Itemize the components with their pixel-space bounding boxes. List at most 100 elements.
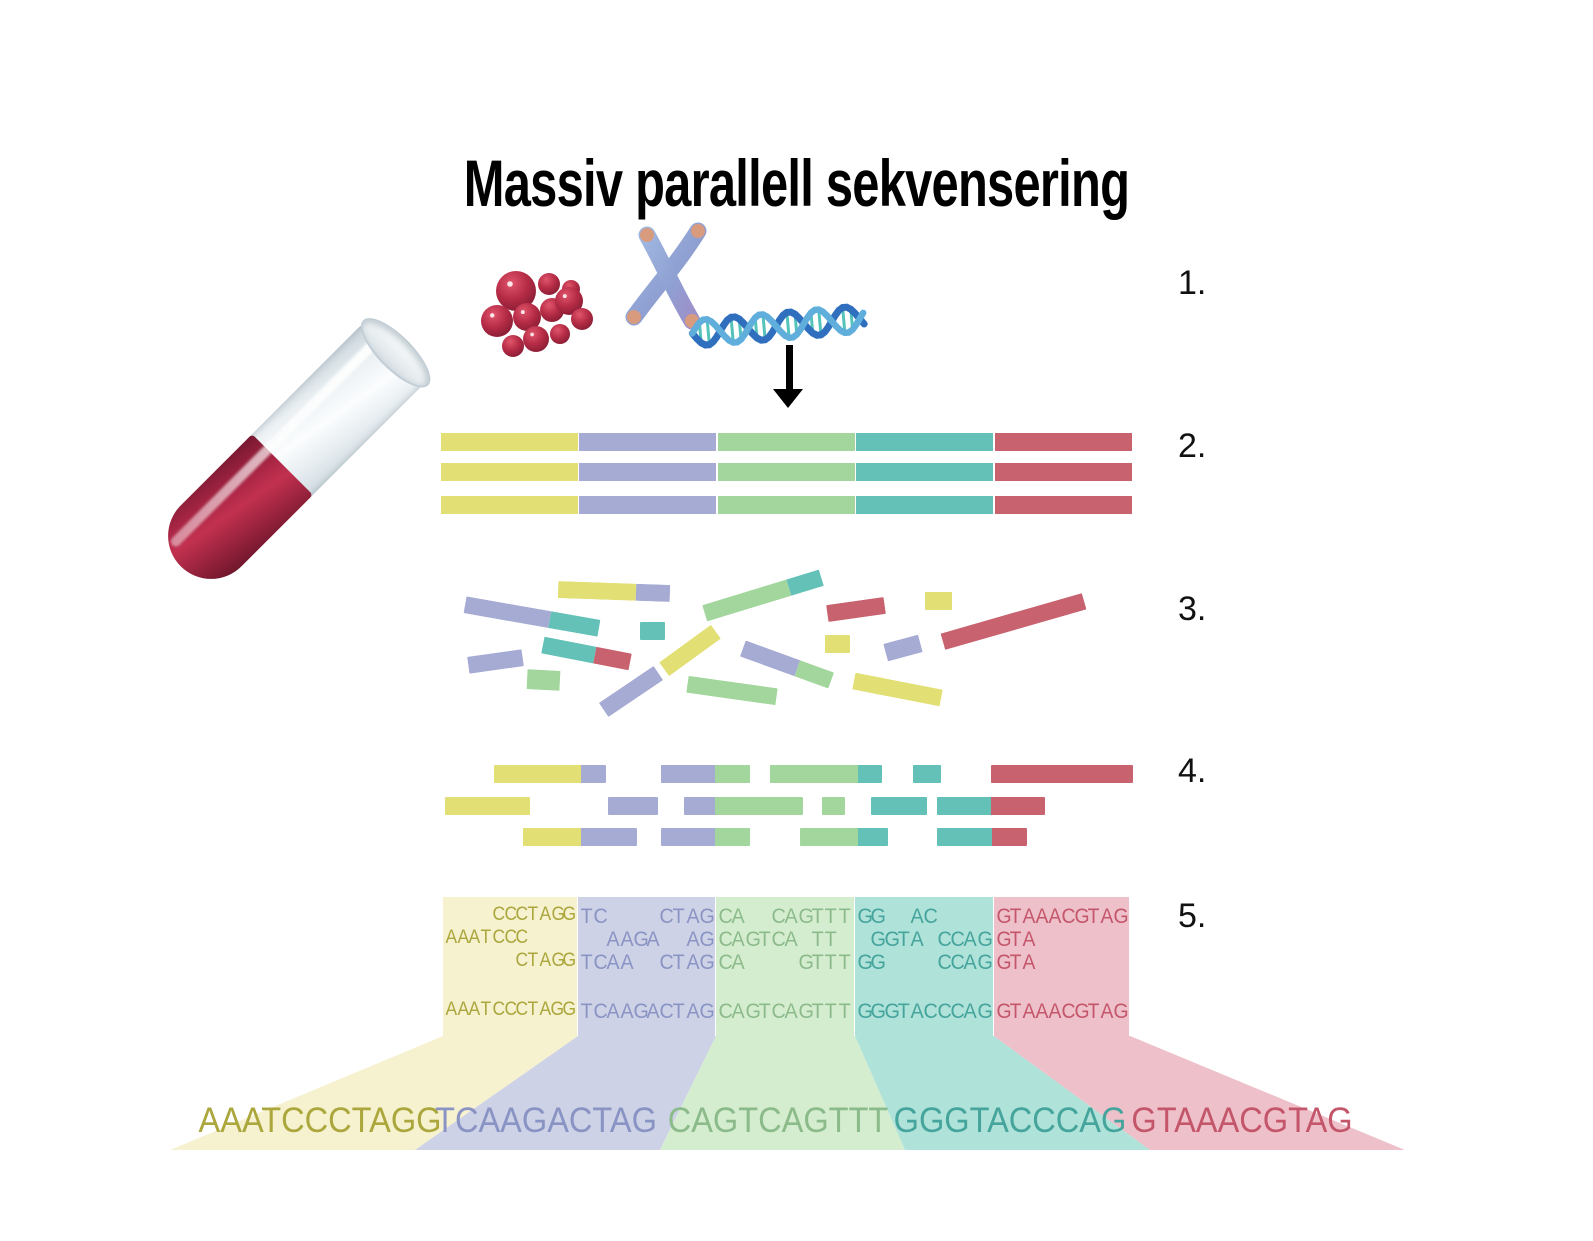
- segment-teal: [540, 636, 597, 664]
- segment-teal: [937, 828, 992, 846]
- dna-strand: [689, 306, 867, 346]
- reference-bar: [441, 433, 1133, 451]
- segment-red: [991, 828, 1027, 846]
- segment-purple: [661, 765, 716, 783]
- segment-purple: [466, 648, 524, 674]
- consensus-sequence: GGGTACCCAG: [893, 1101, 1127, 1140]
- segment-green: [715, 828, 750, 846]
- segment-red: [994, 463, 1132, 481]
- dna-fragment: [924, 592, 952, 610]
- segment-green: [800, 828, 859, 846]
- dna-fragment: [883, 634, 923, 662]
- arrow-shaft: [786, 345, 793, 391]
- aligned-read: [800, 828, 888, 846]
- dna-fragment: [824, 635, 850, 653]
- step-number: 1.: [1178, 264, 1207, 302]
- segment-teal: [547, 610, 601, 637]
- segment-green: [525, 669, 561, 691]
- segment-red: [994, 433, 1132, 451]
- aligned-read: [871, 797, 927, 815]
- dna-fragment: [466, 648, 524, 674]
- dna-fragment: [826, 596, 886, 622]
- segment-red: [826, 596, 886, 622]
- segment-yellow: [659, 624, 721, 676]
- consensus-sequence: GTAAACGTAG: [1131, 1101, 1353, 1140]
- blood-cell: [513, 303, 541, 331]
- segment-teal: [786, 569, 824, 596]
- down-arrow-icon: [773, 345, 803, 409]
- segment-red: [994, 496, 1132, 514]
- dna-rung: [729, 317, 735, 343]
- aligned-read: [991, 765, 1133, 783]
- segment-green: [822, 797, 845, 815]
- cell-highlight: [507, 281, 513, 287]
- segment-purple: [636, 583, 671, 602]
- dna-fragment: [686, 675, 778, 705]
- arrow-head: [773, 389, 803, 408]
- dna-fragment: [639, 622, 665, 640]
- segment-green: [715, 765, 750, 783]
- aligned-read: [608, 797, 658, 815]
- consensus-sequence: CAGTCAGTTT: [667, 1101, 889, 1140]
- dna-rung: [809, 312, 815, 334]
- segment-purple: [579, 433, 717, 451]
- segment-yellow: [824, 635, 850, 653]
- aligned-read: [770, 765, 882, 783]
- segment-teal: [913, 765, 941, 783]
- segment-teal: [937, 797, 991, 815]
- dna-fragment: [659, 624, 721, 676]
- step-number: 3.: [1178, 590, 1207, 628]
- segment-green: [702, 579, 792, 621]
- blood-cell: [496, 271, 536, 311]
- dna-rung: [705, 319, 711, 345]
- cell-highlight: [562, 294, 567, 299]
- cell-highlight: [520, 310, 525, 315]
- aligned-read: [661, 828, 750, 846]
- blood-tube-icon: [150, 308, 441, 597]
- segment-yellow: [523, 828, 582, 846]
- aligned-read: [661, 765, 750, 783]
- segment-purple: [608, 797, 658, 815]
- dna-rung: [697, 322, 703, 344]
- segment-red: [593, 646, 632, 670]
- blood-cell: [523, 326, 549, 352]
- segment-yellow: [441, 433, 578, 451]
- reference-bar: [441, 496, 1133, 514]
- segment-green: [717, 433, 855, 451]
- segment-purple: [581, 765, 606, 783]
- dna-rung: [753, 317, 759, 339]
- blood-cells-icon: [481, 271, 593, 357]
- dna-fragment: [940, 592, 1086, 650]
- aligned-read: [494, 765, 606, 783]
- segment-teal: [856, 496, 994, 514]
- segment-teal: [639, 622, 665, 640]
- segment-purple: [739, 639, 801, 676]
- segment-teal: [871, 797, 927, 815]
- aligned-read: [523, 828, 637, 846]
- dna-fragment: [463, 595, 601, 637]
- dna-fragment: [851, 672, 943, 706]
- consensus-sequence: AAATCCCTAGG: [198, 1101, 442, 1140]
- segment-green: [714, 797, 803, 815]
- segment-yellow: [557, 580, 637, 601]
- segment-yellow: [851, 672, 943, 706]
